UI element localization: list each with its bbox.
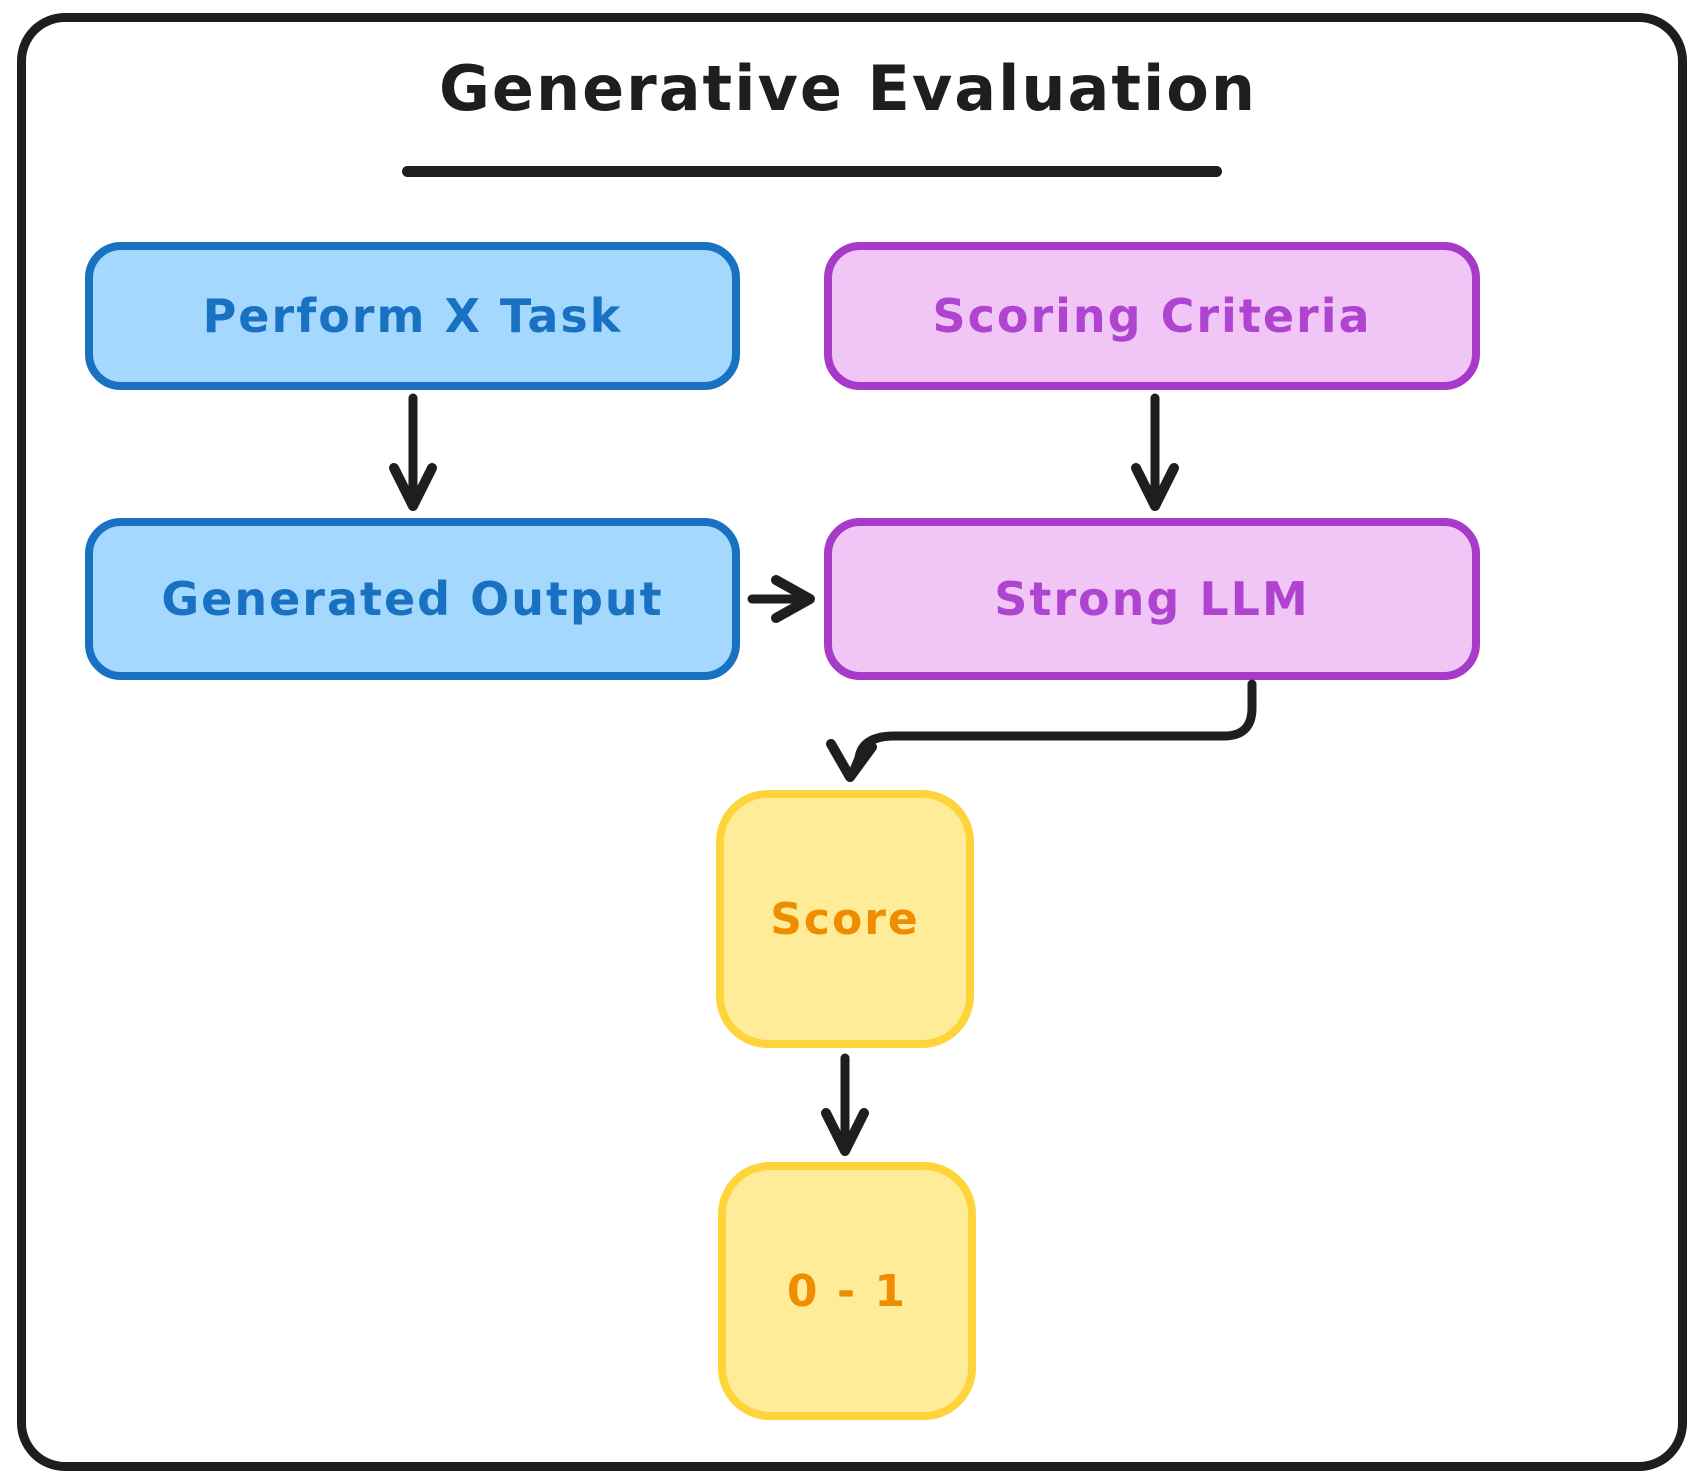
node-label: 0 - 1 (786, 1265, 908, 1317)
node-label: Scoring Criteria (932, 289, 1372, 343)
node-label: Strong LLM (994, 572, 1310, 626)
node-label: Perform X Task (202, 289, 623, 343)
node-score-range: 0 - 1 (718, 1162, 976, 1420)
node-perform-x-task: Perform X Task (85, 242, 740, 390)
node-strong-llm: Strong LLM (824, 518, 1480, 680)
diagram-title: Generative Evaluation (439, 52, 1257, 125)
node-score: Score (716, 790, 974, 1048)
node-label: Score (770, 893, 920, 945)
title-underline (402, 166, 1222, 177)
node-label: Generated Output (161, 572, 664, 626)
node-scoring-criteria: Scoring Criteria (824, 242, 1480, 390)
node-generated-output: Generated Output (85, 518, 740, 680)
